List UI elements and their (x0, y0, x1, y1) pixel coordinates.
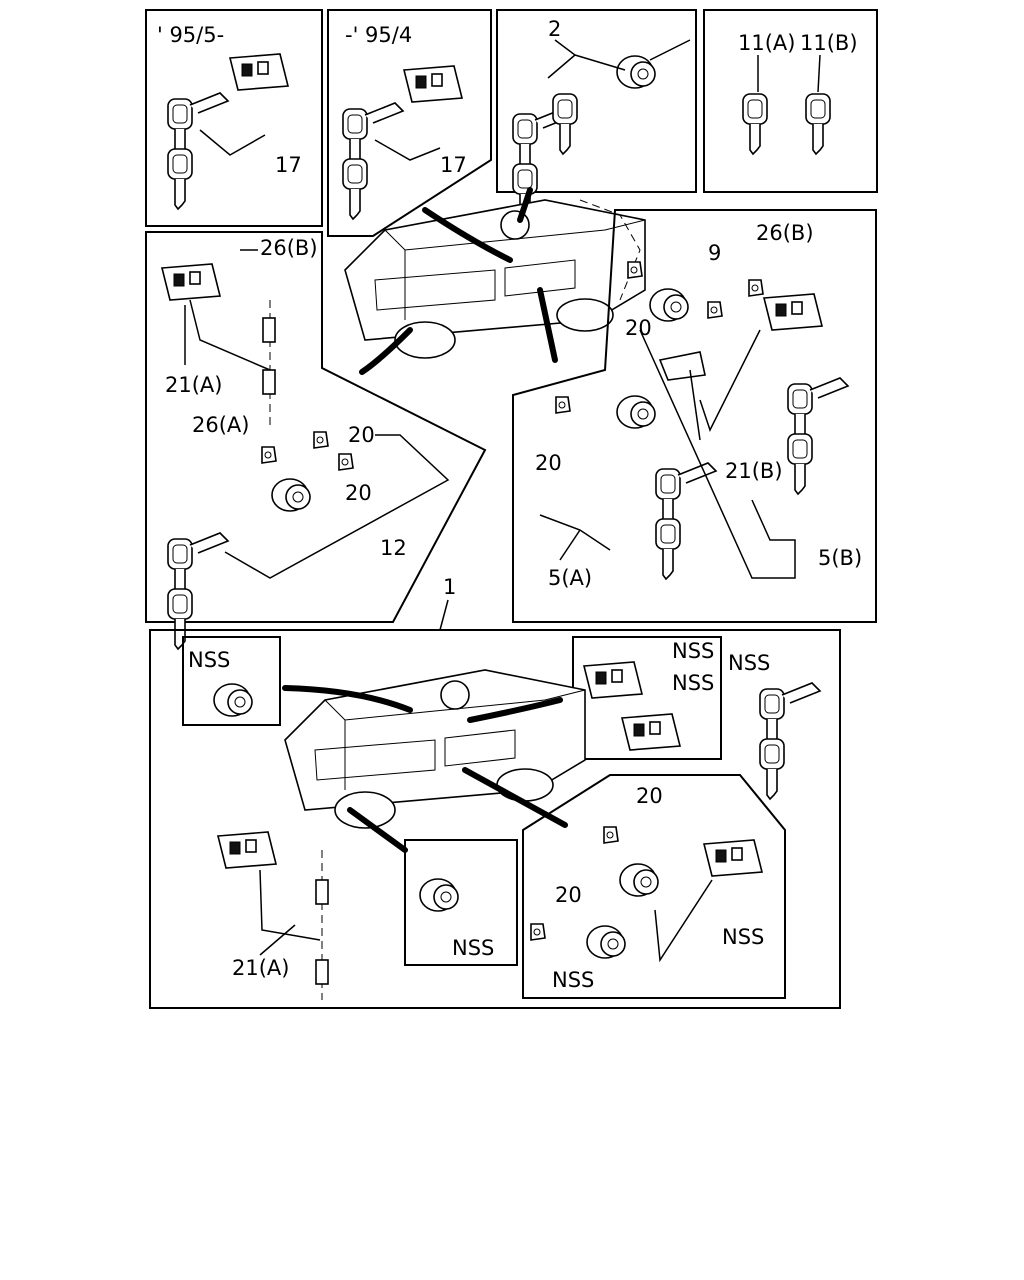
box-set-12: 26(B) 21(A) 26(A) 20 20 12 (145, 231, 487, 649)
callout-5b: 5(B) (818, 546, 862, 570)
date-label-95-5: ' 95/5- (157, 23, 224, 47)
nss-label-5: NSS (452, 936, 494, 960)
callout-26b-left: 26(B) (260, 236, 318, 260)
callout-20-left-a: 20 (348, 423, 375, 447)
nss-cylinder-1 (213, 683, 253, 717)
callout-26b-right: 26(B) (756, 221, 814, 245)
callout-20-lower-b: 20 (555, 883, 582, 907)
callout-9: 9 (708, 241, 721, 265)
rear-latch-lower (217, 831, 277, 869)
nss-latch-2 (621, 713, 681, 751)
vehicle-upper (344, 187, 646, 375)
key-set-12 (168, 533, 228, 649)
box-assembly-1: 1 NSS NSS NSS NSS 21(A) NSS (149, 575, 841, 1009)
key-set-17b (343, 103, 403, 219)
tailgate-cylinder (649, 288, 689, 322)
key-blank-11b (805, 93, 831, 155)
nss-key-set (760, 683, 820, 799)
callout-17-b: 17 (440, 153, 467, 177)
callout-17-a: 17 (275, 153, 302, 177)
key-set-5a (656, 463, 716, 579)
tailgate-latch (763, 293, 823, 331)
lock-latch (229, 53, 289, 91)
key-blank-11a (742, 93, 768, 155)
ignition-cylinder (616, 55, 656, 89)
callout-20-left-b: 20 (345, 481, 372, 505)
lock-latch-old (403, 65, 463, 103)
box-95-4-before: -' 95/4 17 (327, 9, 492, 237)
box-set-5: 9 26(B) 20 20 21(B) 5(A) 5(B) (512, 209, 877, 623)
box-part-2: 2 (496, 9, 697, 224)
nss-label-2: NSS (672, 639, 714, 663)
clip-20-b (338, 453, 354, 471)
callout-12: 12 (380, 536, 407, 560)
bolt-26a (261, 446, 277, 464)
nss-tailgate-cylinder (619, 863, 659, 897)
nss-label-4: NSS (728, 651, 770, 675)
callout-2: 2 (548, 17, 561, 41)
callout-26a: 26(A) (192, 413, 249, 437)
nss-cylinder-2 (419, 878, 459, 912)
nss-door-cylinder (586, 925, 626, 959)
nss-label-7: NSS (552, 968, 594, 992)
callout-1: 1 (443, 575, 456, 599)
nss-tailgate-latch (703, 839, 763, 877)
callout-20-lower-a: 20 (636, 784, 663, 808)
key-set-5b (788, 378, 848, 494)
callout-5a: 5(A) (548, 566, 592, 590)
box-95-5-onward: ' 95/5- 17 (145, 9, 323, 227)
callout-20-right-a: 20 (625, 316, 652, 340)
clip-20-a (313, 431, 329, 449)
door-cylinder (271, 478, 311, 512)
callout-21b: 21(B) (725, 459, 783, 483)
door-cylinder-5a (616, 395, 656, 429)
nss-label-1: NSS (188, 648, 230, 672)
callout-11b: 11(B) (800, 31, 858, 55)
callout-21a-lower: 21(A) (232, 956, 289, 980)
nss-label-6: NSS (722, 925, 764, 949)
nss-latch-1 (583, 661, 643, 699)
rear-latch (161, 263, 221, 301)
key-set-17a (168, 93, 228, 209)
box-keys-11: 11(A) 11(B) (703, 9, 878, 193)
callout-21a-left: 21(A) (165, 373, 222, 397)
date-label-95-4: -' 95/4 (345, 23, 412, 47)
nss-label-3: NSS (672, 671, 714, 695)
callout-20-right-b: 20 (535, 451, 562, 475)
clip-9 (707, 301, 723, 319)
callout-11a: 11(A) (738, 31, 795, 55)
